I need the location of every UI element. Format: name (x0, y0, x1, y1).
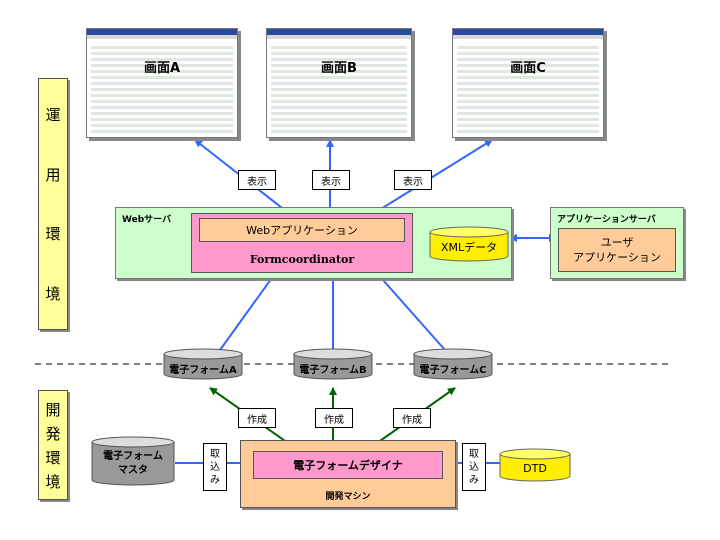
import-char: 取 (469, 448, 479, 460)
import-char: 込 (469, 461, 479, 473)
import-label-right: 取 込 み (462, 443, 486, 491)
operation-char: 環 (45, 225, 61, 244)
screen-b-thumbnail: 画面B (266, 28, 412, 138)
screen-a-caption: 画面A (143, 61, 181, 76)
create-label-a: 作成 (238, 408, 276, 428)
electronic-form-c-label: 電子フォームC (419, 365, 487, 376)
xml-data-label: XMLデータ (440, 241, 498, 254)
user-application-line1: ユーザ (600, 236, 634, 249)
create-label-b: 作成 (315, 408, 353, 428)
display-label-a: 表示 (238, 170, 276, 190)
operation-char: 用 (45, 165, 61, 184)
development-char: 開 (45, 400, 61, 419)
display-label-b: 表示 (312, 170, 350, 190)
import-label-left: 取 込 み (203, 443, 227, 491)
import-char: 込 (210, 461, 220, 473)
electronic-form-master-label: 電子フォーム マスタ (90, 450, 176, 478)
display-label-c: 表示 (394, 170, 432, 190)
screen-a-thumbnail: 画面A (86, 28, 238, 138)
dtd-label: DTD (523, 462, 547, 475)
screen-c-thumbnail: 画面C (452, 28, 604, 138)
development-char: 発 (45, 424, 61, 443)
electronic-form-a-cylinder: 電子フォームA (162, 348, 244, 380)
screen-c-caption: 画面C (510, 61, 546, 76)
web-server-title: Webサーバ (122, 215, 172, 225)
import-char: み (469, 474, 479, 486)
electronic-form-c-cylinder: 電子フォームC (412, 348, 494, 380)
application-server-title: アプリケーションサーバ (557, 215, 656, 225)
create-label-c: 作成 (393, 408, 431, 428)
form-master-line1: 電子フォーム (103, 451, 163, 462)
formcoordinator-label: Formcoordinator (249, 253, 355, 266)
web-application-box: Webアプリケーション (199, 218, 405, 242)
operation-char: 境 (45, 284, 61, 303)
development-machine-label: 開発マシン (325, 492, 371, 502)
xml-data-cylinder: XMLデータ (428, 226, 510, 262)
electronic-form-a-label: 電子フォームA (169, 365, 237, 376)
development-environment-label: 開 発 環 境 (38, 390, 68, 500)
import-char: み (210, 474, 220, 486)
electronic-form-master-cylinder: 電子フォーム マスタ (90, 436, 176, 486)
electronic-form-b-cylinder: 電子フォームB (292, 348, 374, 380)
operation-char: 運 (45, 106, 61, 125)
form-master-line2: マスタ (118, 465, 148, 476)
import-char: 取 (210, 448, 220, 460)
user-application-box: ユーザ アプリケーション (558, 228, 676, 272)
development-char: 環 (45, 448, 61, 467)
electronic-form-b-label: 電子フォームB (299, 365, 367, 376)
form-designer-box: 電子フォームデザイナ (253, 451, 443, 479)
dtd-cylinder: DTD (498, 448, 572, 482)
screen-b-caption: 画面B (321, 61, 357, 76)
user-application-line2: アプリケーション (573, 251, 661, 264)
development-char: 境 (45, 472, 61, 491)
operation-environment-label: 運 用 環 境 (38, 78, 68, 330)
